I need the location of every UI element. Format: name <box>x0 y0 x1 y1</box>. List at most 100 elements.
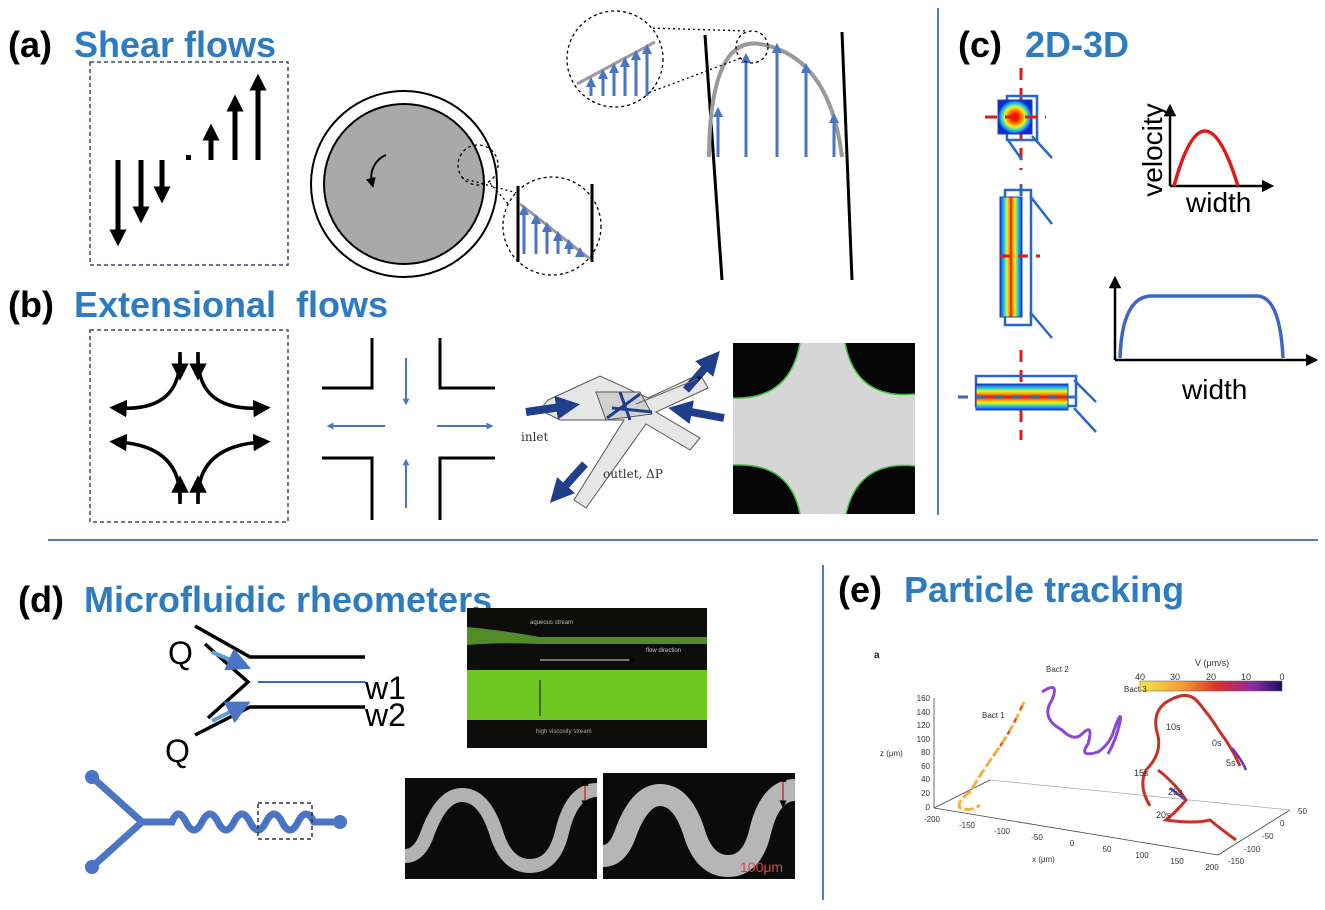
poiseuille-profile <box>566 10 854 281</box>
aqueous-stream-label: aqueous stream <box>530 620 573 626</box>
cross-slot-3d: inlet outlet, ΔP <box>521 350 725 509</box>
flow-rate-bottom-label: Q <box>165 733 190 769</box>
panel-e-letter: (e) <box>838 569 882 610</box>
svg-text:Bact 2: Bact 2 <box>1046 665 1069 674</box>
x-axis-label: x (μm) <box>1032 855 1055 864</box>
svg-text:40: 40 <box>1135 672 1145 682</box>
trajectory-bact-3 <box>1141 694 1242 842</box>
colorbar-ticks: 40 30 20 10 0 <box>1135 672 1285 682</box>
width-axis-label-2: width <box>1181 374 1247 405</box>
svg-text:60: 60 <box>921 762 930 771</box>
panel-b: (b) Extensional flows <box>8 284 916 523</box>
svg-text:150: 150 <box>1170 857 1184 866</box>
parabolic-profile-plot: velocity width <box>1137 103 1275 218</box>
serpentine-photo-2: 100μm <box>601 773 797 879</box>
svg-text:-50: -50 <box>1262 832 1274 841</box>
colorbar <box>1139 680 1283 692</box>
channel-wide <box>958 350 1097 440</box>
panel-e: (e) Particle tracking a V (μm/s) 40 30 2… <box>838 569 1307 872</box>
trajectory-bact-1-red <box>993 705 1023 756</box>
panel-a-title: Shear flows <box>74 24 276 65</box>
svg-text:40: 40 <box>921 775 930 784</box>
svg-text:Bact 3: Bact 3 <box>1124 685 1147 694</box>
shear-arrows <box>109 73 267 247</box>
coflow-photo: aqueous stream flow direction high visco… <box>467 608 707 748</box>
panel-e-title: Particle tracking <box>904 569 1184 610</box>
scale-bar-label: 100μm <box>740 859 783 875</box>
svg-text:20: 20 <box>1206 672 1216 682</box>
svg-text:0: 0 <box>926 803 931 812</box>
svg-text:-150: -150 <box>959 821 976 830</box>
flow-direction-label: flow direction <box>646 648 681 654</box>
hyperbolic-streamlines <box>109 352 271 504</box>
svg-text:15s: 15s <box>1134 768 1149 778</box>
colorbar-title: V (μm/s) <box>1195 658 1229 668</box>
svg-text:10: 10 <box>1241 672 1251 682</box>
y-axis: -150 -100 -50 0 50 <box>1228 807 1307 866</box>
cross-slot-photo <box>732 342 916 515</box>
svg-text:10s: 10s <box>1166 722 1181 732</box>
trajectory-bact-1 <box>957 701 1026 811</box>
inlet-label: inlet <box>521 430 549 444</box>
svg-text:-100: -100 <box>994 827 1011 836</box>
svg-text:30: 30 <box>1170 672 1180 682</box>
svg-text:0: 0 <box>1279 672 1284 682</box>
svg-text:5s: 5s <box>1226 758 1236 768</box>
channel-square <box>985 68 1053 170</box>
time-labels: 10s 0s 5s 15s 25s 20s <box>1134 722 1236 820</box>
serpentine-zoom-box <box>257 802 313 840</box>
w2-label: w2 <box>364 697 406 733</box>
svg-text:120: 120 <box>917 721 931 730</box>
serpentine-channel <box>85 770 347 874</box>
svg-text:-100: -100 <box>1244 845 1261 854</box>
svg-text:100: 100 <box>917 735 931 744</box>
panel-a-letter: (a) <box>8 24 52 65</box>
flow-rate-top-label: Q <box>168 635 193 671</box>
channel-tall <box>999 184 1053 339</box>
svg-text:-200: -200 <box>924 815 941 824</box>
y-junction: Q Q w1 w2 <box>165 624 406 769</box>
svg-text:25s: 25s <box>1168 787 1183 797</box>
width-axis-label-1: width <box>1185 187 1251 218</box>
panel-b-title: Extensional flows <box>74 284 388 325</box>
w1-label: w1 <box>364 670 406 706</box>
svg-text:50: 50 <box>1298 807 1307 816</box>
svg-text:0s: 0s <box>1212 738 1222 748</box>
svg-text:-50: -50 <box>1031 833 1043 842</box>
rotation-arrow-icon <box>365 154 387 188</box>
velocity-axis-label: velocity <box>1137 103 1168 196</box>
z-axis-label: z (μm) <box>880 749 903 758</box>
svg-text:20: 20 <box>921 789 930 798</box>
subplot-tag: a <box>874 650 880 661</box>
svg-text:200: 200 <box>1205 863 1219 872</box>
svg-text:Bact 1: Bact 1 <box>982 711 1005 720</box>
svg-text:160: 160 <box>917 694 931 703</box>
svg-text:100: 100 <box>1135 851 1149 860</box>
panel-b-letter: (b) <box>8 284 54 325</box>
high-viscosity-label: high viscosity stream <box>536 729 592 735</box>
outlet-label: outlet, ΔP <box>603 467 663 481</box>
panel-d: (d) Microfluidic rheometers Q Q w1 w2 aq… <box>18 579 797 879</box>
trajectory-plot: a V (μm/s) 40 30 20 10 0 160 <box>874 650 1307 872</box>
serpentine-photo-1 <box>404 778 598 879</box>
panel-c-title: 2D-3D <box>1025 24 1129 65</box>
svg-text:50: 50 <box>1103 845 1112 854</box>
svg-text:0: 0 <box>1070 839 1075 848</box>
panel-c: (c) 2D-3D <box>958 24 1319 440</box>
svg-text:0: 0 <box>1280 819 1285 828</box>
shear-box <box>89 61 289 266</box>
shear-dot <box>186 155 191 160</box>
svg-text:80: 80 <box>921 748 930 757</box>
svg-text:20s: 20s <box>1156 810 1171 820</box>
svg-text:-150: -150 <box>1228 857 1245 866</box>
x-axis: -200 -150 -100 -50 0 50 100 150 200 <box>924 815 1219 872</box>
panel-a: (a) Shear flows <box>8 10 854 281</box>
panel-d-letter: (d) <box>18 579 64 620</box>
plug-profile-plot: width <box>1108 275 1319 405</box>
svg-text:140: 140 <box>917 708 931 717</box>
couette-cell <box>310 90 602 278</box>
panel-c-letter: (c) <box>958 24 1002 65</box>
trajectory-bact-2 <box>1041 686 1122 756</box>
cross-slot <box>322 338 495 520</box>
